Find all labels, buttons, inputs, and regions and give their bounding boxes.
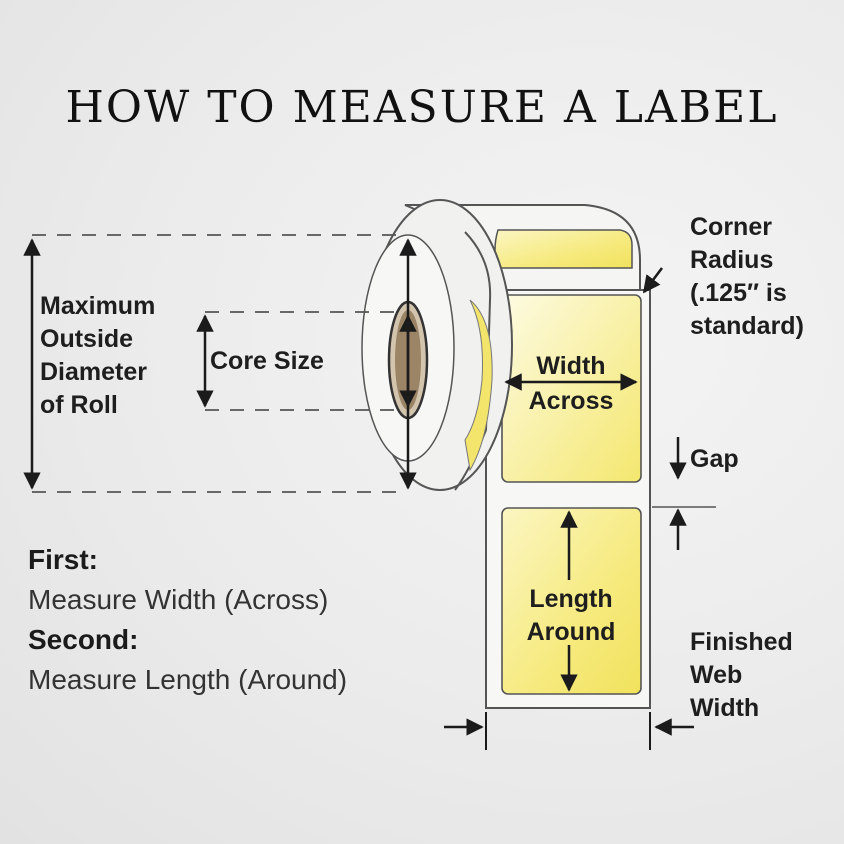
finished-web-width-label: Finished Web Width [690, 628, 793, 722]
corner-radius-pointer [642, 267, 663, 294]
dimension-guides [32, 234, 405, 493]
second-step-heading: Second: [28, 624, 139, 655]
measuring-instructions: First: Measure Width (Across) Second: Me… [28, 540, 347, 700]
page-title: HOW TO MEASURE A LABEL [65, 82, 779, 133]
first-step-text: Measure Width (Across) [28, 584, 329, 615]
second-step-text: Measure Length (Around) [28, 664, 348, 695]
core-size-label: Core Size [210, 347, 324, 375]
gap-label: Gap [690, 445, 739, 473]
label-length [501, 507, 642, 695]
max-diameter-label: Maximum Outside Diameter of Roll [40, 292, 156, 419]
roll-face [361, 199, 513, 491]
width-across-label: Width Across [528, 352, 614, 415]
length-around-label: Length Around [526, 585, 616, 646]
corner-radius-label: Corner Radius (.125″ is standard) [690, 213, 804, 340]
first-step-heading: First: [28, 544, 98, 575]
dimension-arrows [23, 238, 694, 736]
